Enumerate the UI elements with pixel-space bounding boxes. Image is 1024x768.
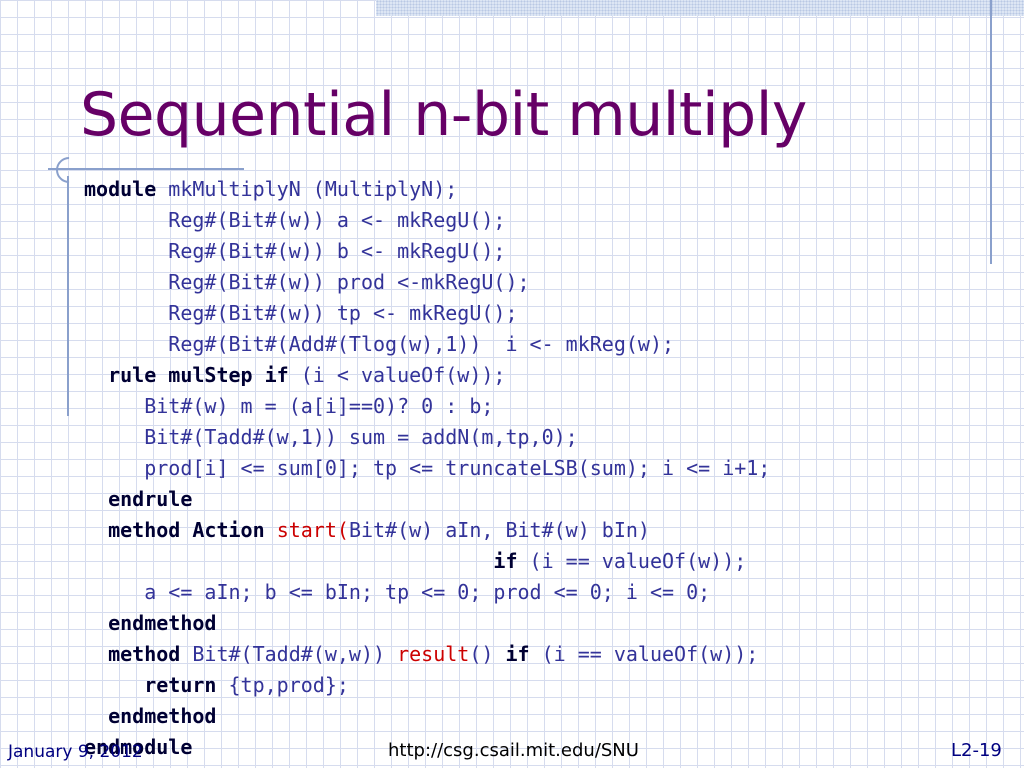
code-keyword: endmethod [108,704,217,728]
code-indent [84,580,144,604]
code-keyword: method [108,642,181,666]
code-text: Reg#(Bit#(w)) b <- mkRegU(); [168,239,506,263]
code-text: Bit#(Tadd#(w,w)) [180,642,398,666]
code-line: Reg#(Bit#(w)) b <- mkRegU(); [84,236,770,267]
footer-url: http://csg.csail.mit.edu/SNU [388,740,639,761]
code-text: Reg#(Bit#(w)) prod <-mkRegU(); [168,270,530,294]
code-text: prod[i] <= sum[0]; tp <= truncateLSB(sum… [144,456,771,480]
code-text: Bit#(w) m = (a[i]==0)? 0 : b; [144,394,494,418]
code-indent [84,363,108,387]
code-indent [84,394,144,418]
code-line: endrule [84,484,770,515]
code-line: rule mulStep if (i < valueOf(w)); [84,360,770,391]
code-line: if (i == valueOf(w)); [84,546,770,577]
code-method-name: start( [276,518,349,542]
code-text: (i < valueOf(w)); [288,363,506,387]
code-indent [84,425,144,449]
code-indent [84,487,108,511]
code-line: method Action start(Bit#(w) aIn, Bit#(w)… [84,515,770,546]
code-text: (i == valueOf(w)); [529,642,759,666]
code-line: return {tp,prod}; [84,670,770,701]
slide-title: Sequential n-bit multiply [80,80,807,150]
decorative-title-underline [48,168,244,170]
code-text: () [469,642,506,666]
code-line: endmethod [84,701,770,732]
code-text: a <= aIn; b <= bIn; tp <= 0; prod <= 0; … [144,580,711,604]
code-indent [84,270,168,294]
code-keyword: endmodule [84,735,193,759]
code-indent [84,456,144,480]
code-line: method Bit#(Tadd#(w,w)) result() if (i =… [84,639,770,670]
code-text: {tp,prod}; [216,673,349,697]
code-keyword: module [84,177,157,201]
code-line: module mkMultiplyN (MultiplyN); [84,174,770,205]
code-line: Reg#(Bit#(Add#(Tlog(w),1)) i <- mkReg(w)… [84,329,770,360]
code-keyword: if [505,642,530,666]
code-line: Reg#(Bit#(w)) tp <- mkRegU(); [84,298,770,329]
code-indent [84,239,168,263]
code-indent [84,332,168,356]
code-indent [84,549,493,573]
code-line: Bit#(w) m = (a[i]==0)? 0 : b; [84,391,770,422]
decorative-vertical-line-right [990,0,992,264]
code-text [265,518,277,542]
code-indent [84,673,144,697]
code-keyword: return [144,673,217,697]
code-keyword: rule mulStep if [108,363,289,387]
code-keyword: endmethod [108,611,217,635]
decorative-hook-icon [50,151,88,189]
footer-date: January 9, 2012 [8,742,143,762]
code-indent [84,611,108,635]
code-text: Reg#(Bit#(Add#(Tlog(w),1)) i <- mkReg(w)… [168,332,675,356]
code-keyword: method Action [108,518,265,542]
code-text: Reg#(Bit#(w)) a <- mkRegU(); [168,208,506,232]
code-text: Bit#(w) aIn, Bit#(w) bIn) [348,518,650,542]
code-line: Reg#(Bit#(w)) a <- mkRegU(); [84,205,770,236]
code-indent [84,518,108,542]
code-keyword: if [493,549,518,573]
code-line: endmethod [84,608,770,639]
footer-page-number: L2-19 [951,740,1002,761]
code-line: a <= aIn; b <= bIn; tp <= 0; prod <= 0; … [84,577,770,608]
code-method-name: result [397,642,470,666]
code-line: endmodule [84,732,770,763]
decorative-top-band [376,0,1024,16]
code-keyword: endrule [108,487,193,511]
code-block: module mkMultiplyN (MultiplyN); Reg#(Bit… [84,174,770,763]
code-text: mkMultiplyN (MultiplyN); [156,177,458,201]
code-indent [84,704,108,728]
code-line: prod[i] <= sum[0]; tp <= truncateLSB(sum… [84,453,770,484]
code-indent [84,208,168,232]
decorative-vertical-line-left [67,176,69,416]
code-indent [84,642,108,666]
code-line: Bit#(Tadd#(w,1)) sum = addN(m,tp,0); [84,422,770,453]
code-text: Reg#(Bit#(w)) tp <- mkRegU(); [168,301,518,325]
code-indent [84,301,168,325]
code-line: Reg#(Bit#(w)) prod <-mkRegU(); [84,267,770,298]
code-text: (i == valueOf(w)); [517,549,747,573]
code-text: Bit#(Tadd#(w,1)) sum = addN(m,tp,0); [144,425,578,449]
